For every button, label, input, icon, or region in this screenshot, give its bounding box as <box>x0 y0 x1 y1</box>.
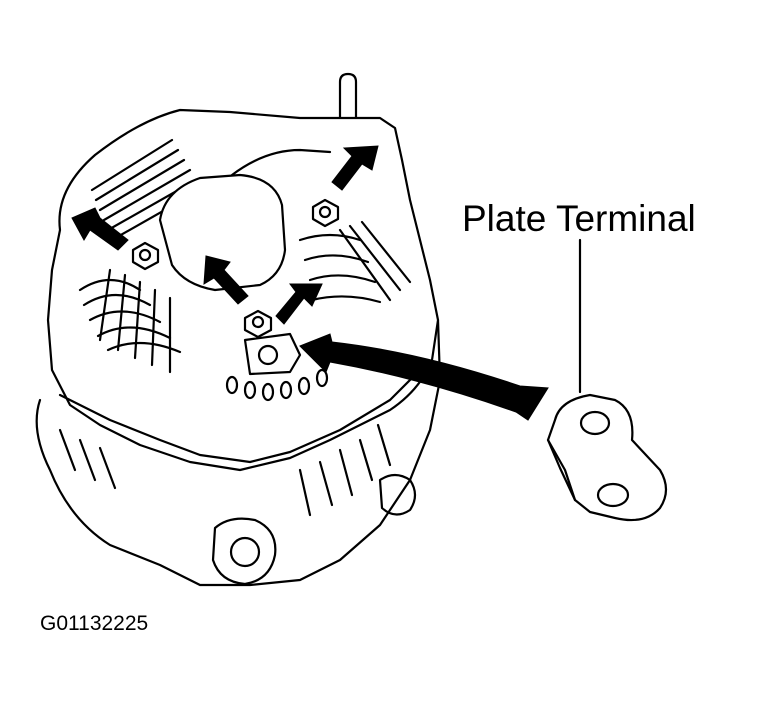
nut-center-icon <box>243 309 302 376</box>
arrow-center-left-icon <box>203 255 249 305</box>
plate-terminal-icon <box>546 393 668 522</box>
nut-left-icon <box>131 241 160 271</box>
figure-id-label: G01132225 <box>40 612 149 635</box>
arrow-top-right-icon <box>331 145 379 191</box>
arrow-large-to-terminal-icon <box>299 333 549 421</box>
arrow-left-icon <box>71 207 129 251</box>
nut-top-right-icon <box>311 198 340 228</box>
arrow-center-right-icon <box>275 283 323 325</box>
plate-terminal-label: Plate Terminal <box>462 198 696 239</box>
pointer-arrows <box>71 145 549 421</box>
alternator-rear-view-icon <box>35 72 442 587</box>
